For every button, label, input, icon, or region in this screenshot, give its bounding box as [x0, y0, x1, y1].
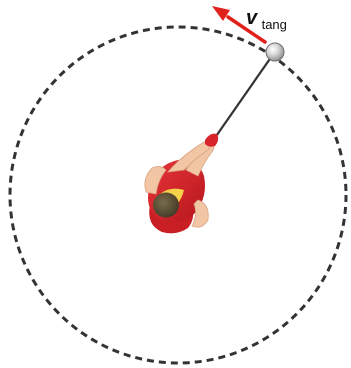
velocity-arrow-head [212, 6, 230, 21]
hammer-wire [212, 53, 274, 142]
velocity-symbol: v [246, 7, 259, 29]
thrower-head [153, 193, 179, 218]
thrower-shoulder-right [192, 200, 208, 227]
velocity-subscript: tang [262, 17, 287, 32]
thrower-hands [205, 134, 218, 147]
velocity-label: v tang [246, 7, 287, 32]
hammer-ball [266, 43, 284, 61]
thrower-figure [145, 134, 218, 234]
